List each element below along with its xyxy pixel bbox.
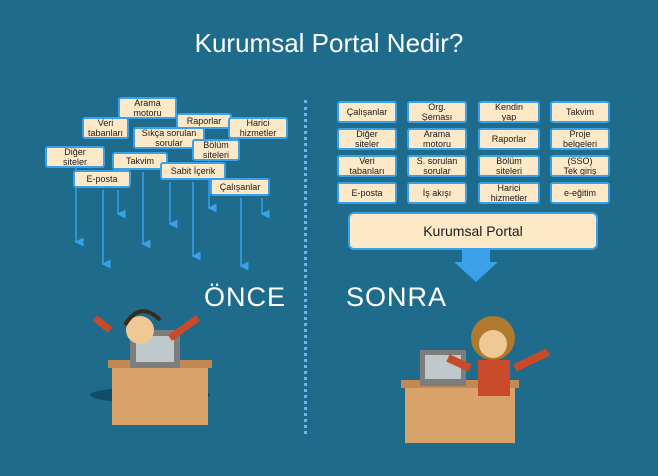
before-box-email: E-posta [73,170,131,188]
before-box-static-content: Sabit İçerik [160,162,226,180]
after-box-r4c2: İş akışı [407,182,467,204]
happy-person-illustration [401,316,550,443]
before-box-department-sites: Bölüm siteleri [192,139,240,161]
before-box-other-sites: Diğer siteler [45,146,105,168]
after-box-r4c4: e-eğitim [550,182,610,204]
after-box-r3c2: S. sorulan sorular [407,155,467,177]
before-box-calendar: Takvim [112,152,168,170]
before-box-search-engine: Arama motoru [118,97,177,119]
enterprise-portal-box: Kurumsal Portal [348,212,598,250]
after-box-r2c2: Arama motoru [407,128,467,150]
before-box-employees: Çalışanlar [210,178,270,196]
after-box-r3c4: (SSO) Tek giriş [550,155,610,177]
before-after-divider [304,100,307,434]
after-label: SONRA [346,282,448,312]
before-box-external-services: Harici hizmetler [228,117,288,139]
after-box-r2c3: Raporlar [478,128,540,150]
after-box-r4c1: E-posta [337,182,397,204]
after-box-r1c1: Çalışanlar [337,101,397,123]
after-box-r3c3: Bölüm siteleri [478,155,540,177]
after-box-r1c3: Kendin yap [478,101,540,123]
frustrated-person-illustration [90,309,212,425]
after-box-r1c2: Org. Şeması [407,101,467,123]
after-box-r2c1: Diğer siteler [337,128,397,150]
after-box-r4c3: Harici hizmetler [478,182,540,204]
slide-title: Kurumsal Portal Nedir? [194,28,464,58]
before-box-databases: Veri tabanları [82,117,129,139]
before-box-faq: Sıkça sorulan sorular [133,127,205,149]
after-box-r3c1: Veri tabanları [337,155,397,177]
before-label: ÖNCE [204,282,287,312]
after-box-r1c4: Takvim [550,101,610,123]
after-box-r2c4: Proje belgeleri [550,128,610,150]
down-arrow-icon [454,250,498,282]
